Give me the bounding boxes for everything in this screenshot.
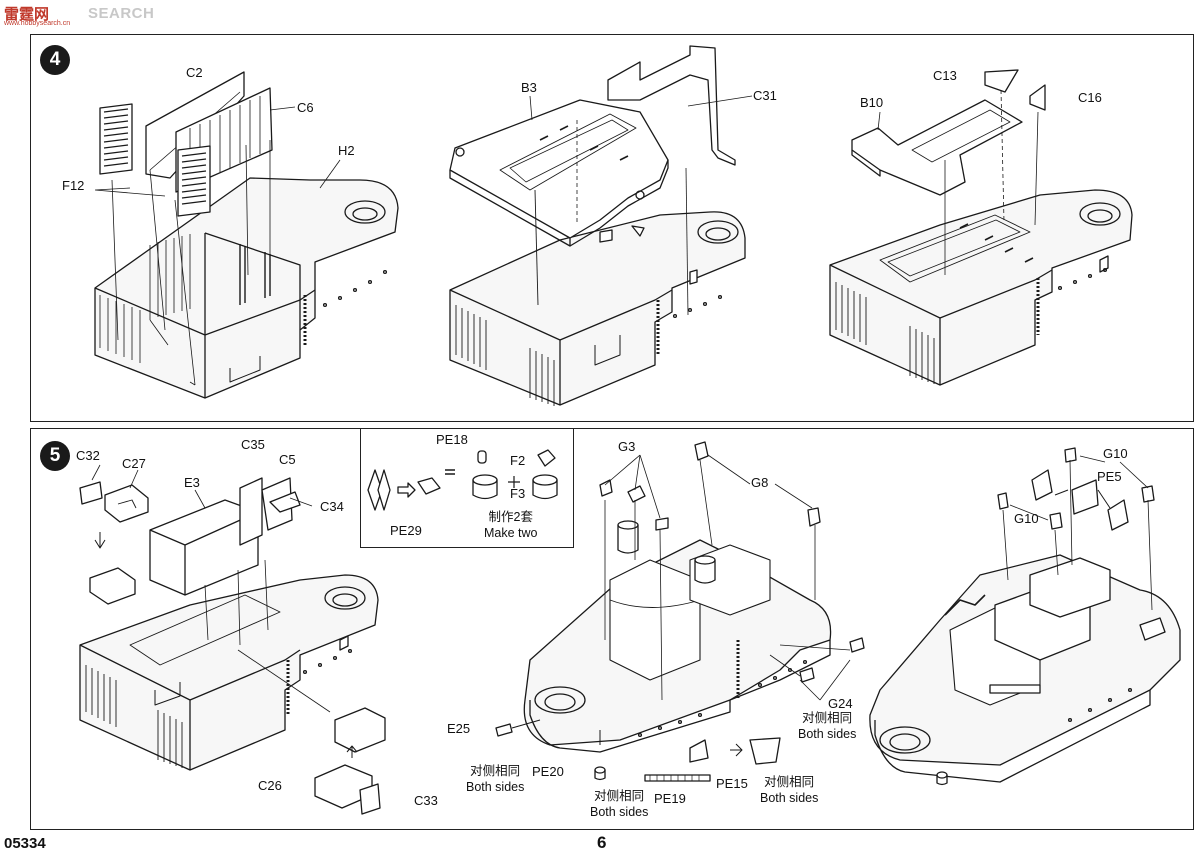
page-number: 6 (597, 833, 607, 852)
step-number-4: 4 (40, 45, 70, 75)
part-label-c2: C2 (186, 65, 203, 80)
part-label-pe29: PE29 (390, 523, 422, 538)
make-two-note: 制作2套 Make two (484, 510, 538, 541)
hull-b10-drawing (829, 69, 1133, 386)
hull-g10-drawing (869, 447, 1181, 786)
part-label-e3: E3 (184, 475, 200, 490)
part-label-g3: G3 (618, 439, 636, 454)
part-label-pe20: PE20 (532, 764, 564, 779)
make-two-cn: 制作2套 (488, 510, 533, 524)
step-number-5: 5 (40, 441, 70, 471)
part-label-c27: C27 (122, 456, 146, 471)
part-label-pe19: PE19 (654, 791, 686, 806)
part-label-e25: E25 (447, 721, 471, 736)
hull-b3-drawing (449, 45, 753, 406)
both-sides-en: Both sides (760, 790, 819, 805)
make-two-inset (360, 428, 574, 548)
kit-number: 05334 (4, 835, 46, 852)
both-sides-note-g24: 对侧相同 Both sides (798, 711, 856, 742)
both-sides-en: Both sides (590, 804, 649, 819)
hull-e3-drawing (79, 464, 386, 815)
part-label-c33: C33 (414, 793, 438, 808)
make-two-en: Make two (484, 525, 538, 540)
part-label-g24: G24 (828, 696, 853, 711)
part-label-c26: C26 (258, 778, 282, 793)
both-sides-cn: 对侧相同 (594, 789, 645, 803)
part-label-b3: B3 (521, 80, 537, 95)
part-label-c31: C31 (753, 88, 777, 103)
part-label-c32: C32 (76, 448, 100, 463)
watermark-url: www.hobbysearch.cn (4, 20, 71, 27)
both-sides-cn: 对侧相同 (802, 711, 853, 725)
part-label-c16: C16 (1078, 90, 1102, 105)
watermark: 雷霆网 www.hobbysearch.cn SEARCH (0, 0, 160, 28)
part-label-g10-top: G10 (1103, 446, 1128, 461)
part-label-c6: C6 (297, 100, 314, 115)
both-sides-cn: 对侧相同 (764, 775, 815, 789)
part-label-pe5: PE5 (1097, 469, 1122, 484)
part-label-pe18: PE18 (436, 432, 468, 447)
make-two-parts-drawing (367, 449, 558, 511)
watermark-text: SEARCH (88, 5, 155, 22)
both-sides-en: Both sides (798, 726, 857, 741)
part-label-f3: F3 (510, 486, 526, 501)
both-sides-cn: 对侧相同 (470, 764, 521, 778)
part-label-c35: C35 (241, 437, 265, 452)
part-label-c13: C13 (933, 68, 957, 83)
part-label-b10: B10 (860, 95, 884, 110)
part-label-h2: H2 (338, 143, 355, 158)
both-sides-note-pe15: 对侧相同 Both sides (760, 775, 818, 806)
both-sides-note-pe20: 对侧相同 Both sides (466, 764, 524, 795)
step4-panel (30, 34, 1194, 422)
hull-g-parts-drawing (495, 441, 865, 782)
part-label-c5: C5 (279, 452, 296, 467)
part-label-f2: F2 (510, 453, 526, 468)
part-label-pe15: PE15 (716, 776, 748, 791)
both-sides-note-pe19: 对侧相同 Both sides (590, 789, 648, 820)
hull-h2-drawing (94, 71, 399, 399)
both-sides-en: Both sides (466, 779, 525, 794)
watermark-logo: 雷霆网 (4, 6, 50, 23)
part-label-c34: C34 (320, 499, 344, 514)
part-label-f12: F12 (62, 178, 85, 193)
part-label-g10-left: G10 (1014, 511, 1039, 526)
part-label-g8: G8 (751, 475, 769, 490)
step5-panel (30, 428, 1194, 830)
